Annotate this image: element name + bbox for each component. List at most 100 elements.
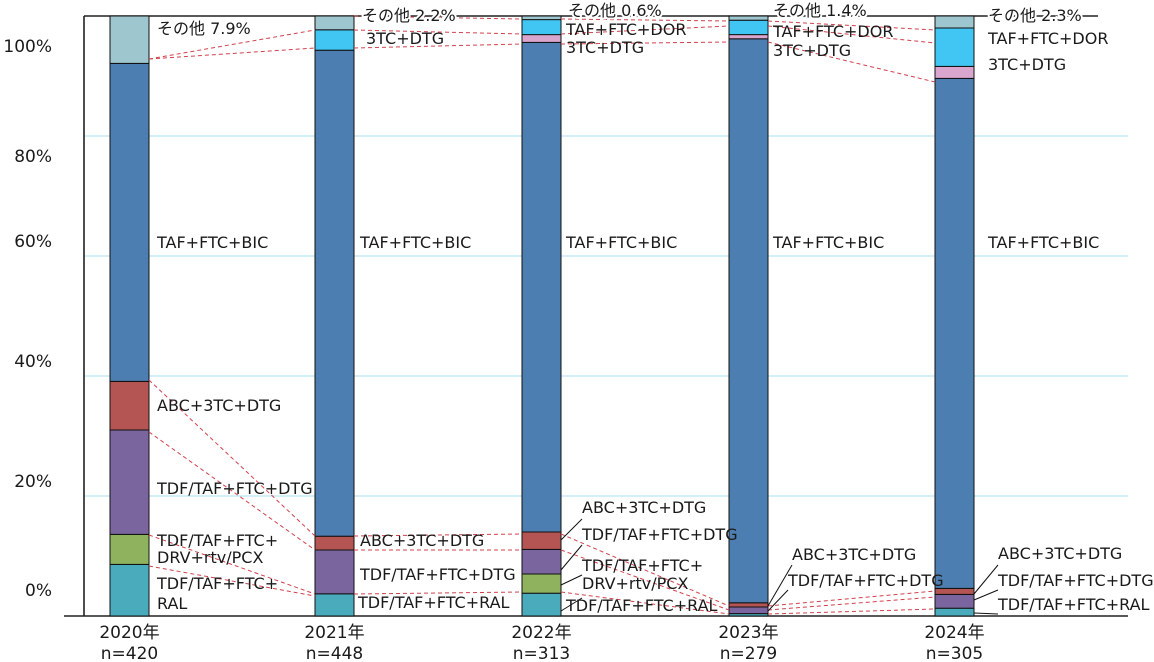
bar-segment-bic <box>934 77 975 589</box>
bar-segment-bic <box>521 41 562 533</box>
segment-label: その他 2.3% <box>988 6 1082 25</box>
y-tick-label: 0% <box>25 581 52 601</box>
segment-label: その他 2.2% <box>362 6 456 25</box>
segment-label: ABC+3TC+DTG <box>998 544 1122 563</box>
bar-segment-3tc <box>934 27 975 67</box>
bar-segment-other <box>109 15 150 64</box>
bar-segment-tdfdtg <box>314 549 355 595</box>
segment-label: TAF+FTC+DOR <box>772 22 893 41</box>
bar-segment-dor <box>934 65 975 79</box>
bar-segment-bic <box>728 38 769 604</box>
bars <box>109 15 975 617</box>
bar-segment-abc <box>521 531 562 550</box>
segment-label: TDF/TAF+FTC+DRV+rtv/PCX <box>156 531 278 567</box>
segment-label: 3TC+DTG <box>566 38 644 57</box>
bar-segment-tdfdtg <box>109 429 150 535</box>
bar-segment-drv <box>521 573 562 594</box>
connector-line <box>560 25 730 35</box>
segment-label: TAF+FTC+DOR <box>987 29 1108 48</box>
segment-label: TDF/TAF+FTC+DTG <box>359 565 516 584</box>
connector-line <box>148 431 316 551</box>
bar-segment-tdfdtg <box>934 593 975 609</box>
leader-line <box>767 564 793 607</box>
segment-label: ABC+3TC+DTG <box>792 545 916 564</box>
bar-segment-bic <box>314 49 355 537</box>
x-category-label: 2020年 <box>99 623 159 643</box>
x-category-n: n=305 <box>926 644 983 662</box>
leader-line <box>767 589 789 612</box>
segment-label: ABC+3TC+DTG <box>582 498 706 517</box>
bar-segment-dor <box>728 34 769 40</box>
bar-segment-other <box>521 15 562 21</box>
segment-label: その他 7.9% <box>157 19 251 38</box>
x-category-label: 2023年 <box>718 623 778 643</box>
bar-segment-abc <box>109 380 150 431</box>
connector-line <box>353 43 523 49</box>
segment-label: TDF/TAF+FTC+RAL <box>156 574 278 613</box>
segment-label: TDF/TAF+FTC+DTG <box>787 571 944 590</box>
connector-line <box>767 608 936 615</box>
leader-line <box>973 612 999 615</box>
y-tick-label: 80% <box>14 147 52 167</box>
segment-label: 3TC+DTG <box>773 41 851 60</box>
segment-label: TDF/TAF+FTC+RAL <box>997 595 1150 614</box>
segment-label: TAF+FTC+BIC <box>565 233 677 252</box>
connector-line <box>148 29 316 60</box>
segment-label: 3TC+DTG <box>366 29 444 48</box>
x-axis-labels: 2020年n=4202021年n=4482022年n=3132023年n=279… <box>99 623 984 662</box>
leader-line <box>560 574 583 586</box>
connector-line <box>560 549 730 611</box>
x-category-n: n=448 <box>306 644 363 662</box>
bar-segment-ral <box>934 607 975 617</box>
y-tick-label: 60% <box>14 232 52 252</box>
segment-label: ABC+3TC+DTG <box>360 531 484 550</box>
connector-line <box>767 41 936 83</box>
segment-label: TAF+FTC+BIC <box>987 233 1099 252</box>
bar-segment-ral <box>314 593 355 617</box>
x-category-n: n=279 <box>720 644 777 662</box>
segment-label: TDF/TAF+FTC+DTG <box>581 525 738 544</box>
connector-line <box>353 533 523 537</box>
connector-line <box>148 534 316 595</box>
segment-label: 3TC+DTG <box>988 55 1066 74</box>
bar-segment-ral <box>521 592 562 617</box>
y-axis-labels: 0%20%40%60%80%100% <box>3 37 52 601</box>
connector-line <box>767 596 936 611</box>
bar-segment-tdfdtg <box>728 606 769 615</box>
connector-line <box>560 41 730 45</box>
connector-line <box>560 18 730 22</box>
segment-label: TAF+FTC+BIC <box>772 233 884 252</box>
bar-segment-3tc <box>314 29 355 51</box>
bar-segment-3tc <box>521 19 562 36</box>
bar-segment-other <box>728 15 769 21</box>
bar-segment-ral <box>109 563 150 617</box>
segment-label: TAF+FTC+DOR <box>565 20 686 39</box>
bar-segment-abc <box>728 602 769 608</box>
connector-line <box>560 533 730 607</box>
y-tick-label: 100% <box>3 37 52 57</box>
bar-segment-tdfdtg <box>521 548 562 575</box>
leader-line <box>560 597 583 612</box>
connector-line <box>560 591 730 615</box>
connector-line <box>353 29 523 35</box>
leader-line <box>560 544 583 571</box>
segment-label: その他 0.6% <box>568 1 662 20</box>
leader-line <box>973 589 999 601</box>
segment-label: TDF/TAF+FTC+RAL <box>565 596 718 615</box>
bar-segment-other <box>314 15 355 31</box>
bar-segment-dor <box>521 34 562 43</box>
leader-line <box>560 518 583 541</box>
y-tick-label: 20% <box>14 472 52 492</box>
segment-labels: その他 7.9% TAF+FTC+BIC ABC+3TC+DTG TDF/TAF+FT… <box>155 0 1154 615</box>
x-category-label: 2024年 <box>924 623 984 643</box>
connector-line <box>148 565 316 597</box>
segment-label: TDF/TAF+FTC+RAL <box>357 593 510 612</box>
leader-line <box>973 564 999 595</box>
segment-label: TAF+FTC+BIC <box>156 233 268 252</box>
connector-lines <box>148 15 999 615</box>
connector-line <box>148 379 316 537</box>
bar-segment-drv <box>109 533 150 565</box>
x-category-label: 2022年 <box>511 623 571 643</box>
connector-line <box>353 15 523 20</box>
